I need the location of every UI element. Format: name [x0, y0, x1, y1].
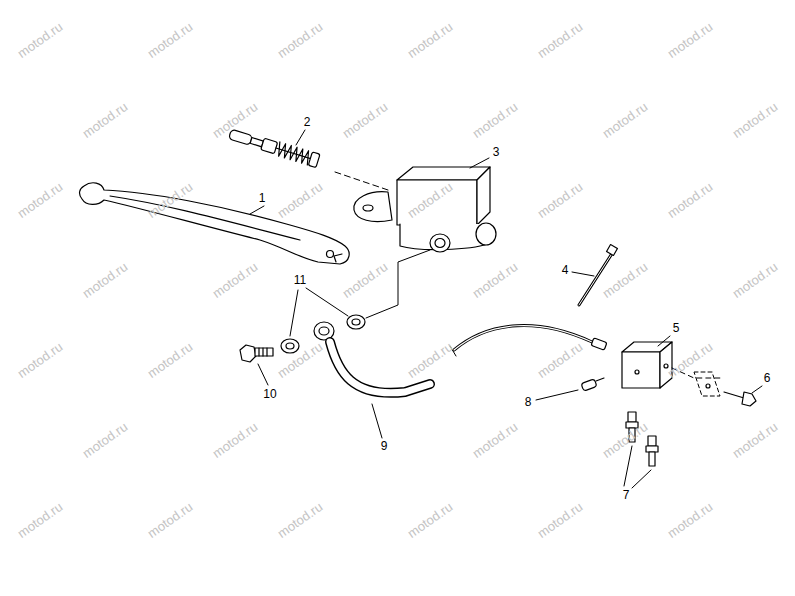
- watermark: motod.ru: [210, 420, 259, 460]
- watermark: motod.ru: [275, 20, 324, 60]
- watermark: motod.ru: [730, 100, 779, 140]
- watermark: motod.ru: [210, 260, 259, 300]
- callout-number: 11: [293, 273, 307, 287]
- master-cylinder: [354, 167, 496, 252]
- watermark: motod.ru: [145, 500, 194, 540]
- watermark: motod.ru: [145, 340, 194, 380]
- banjo-bolt: [240, 345, 273, 362]
- callout-number: 4: [561, 263, 570, 277]
- watermark: motod.ru: [600, 100, 649, 140]
- watermark: motod.ru: [275, 180, 324, 220]
- watermark: motod.ru: [15, 20, 64, 60]
- junction-block: [622, 342, 672, 388]
- bleeder-valve: [581, 378, 604, 391]
- bolt: [724, 392, 756, 406]
- watermark: motod.ru: [665, 20, 714, 60]
- callout-number: 8: [524, 395, 533, 409]
- watermark: motod.ru: [730, 420, 779, 460]
- watermark: motod.ru: [15, 340, 64, 380]
- watermark: motod.ru: [15, 500, 64, 540]
- watermark: motod.ru: [340, 260, 389, 300]
- watermark: motod.ru: [340, 100, 389, 140]
- callout-number: 6: [763, 371, 772, 385]
- watermark: motod.ru: [405, 500, 454, 540]
- watermark: motod.ru: [15, 180, 64, 220]
- piston: [228, 127, 320, 167]
- watermark: motod.ru: [665, 340, 714, 380]
- watermark: motod.ru: [470, 100, 519, 140]
- watermark: motod.ru: [535, 20, 584, 60]
- watermark: motod.ru: [665, 180, 714, 220]
- watermark: motod.ru: [665, 500, 714, 540]
- watermark: motod.ru: [80, 260, 129, 300]
- watermark: motod.ru: [470, 260, 519, 300]
- watermark: motod.ru: [470, 420, 519, 460]
- callout-number: 1: [258, 191, 267, 205]
- watermark: motod.ru: [535, 340, 584, 380]
- watermark: motod.ru: [405, 340, 454, 380]
- watermark: motod.ru: [600, 260, 649, 300]
- brake-hose: [314, 322, 607, 393]
- watermark: motod.ru: [80, 420, 129, 460]
- watermark: motod.ru: [730, 260, 779, 300]
- watermark: motod.ru: [80, 100, 129, 140]
- watermark: motod.ru: [535, 500, 584, 540]
- callout-number: 9: [380, 439, 389, 453]
- watermark: motod.ru: [405, 20, 454, 60]
- watermark: motod.ru: [145, 20, 194, 60]
- callout-number: 3: [492, 145, 501, 159]
- watermark: motod.ru: [535, 180, 584, 220]
- callout-number: 2: [303, 115, 312, 129]
- callout-number: 7: [622, 488, 631, 502]
- watermark: motod.ru: [275, 500, 324, 540]
- watermark: motod.ru: [600, 420, 649, 460]
- callout-number: 5: [672, 321, 681, 335]
- callout-number: 10: [262, 387, 277, 401]
